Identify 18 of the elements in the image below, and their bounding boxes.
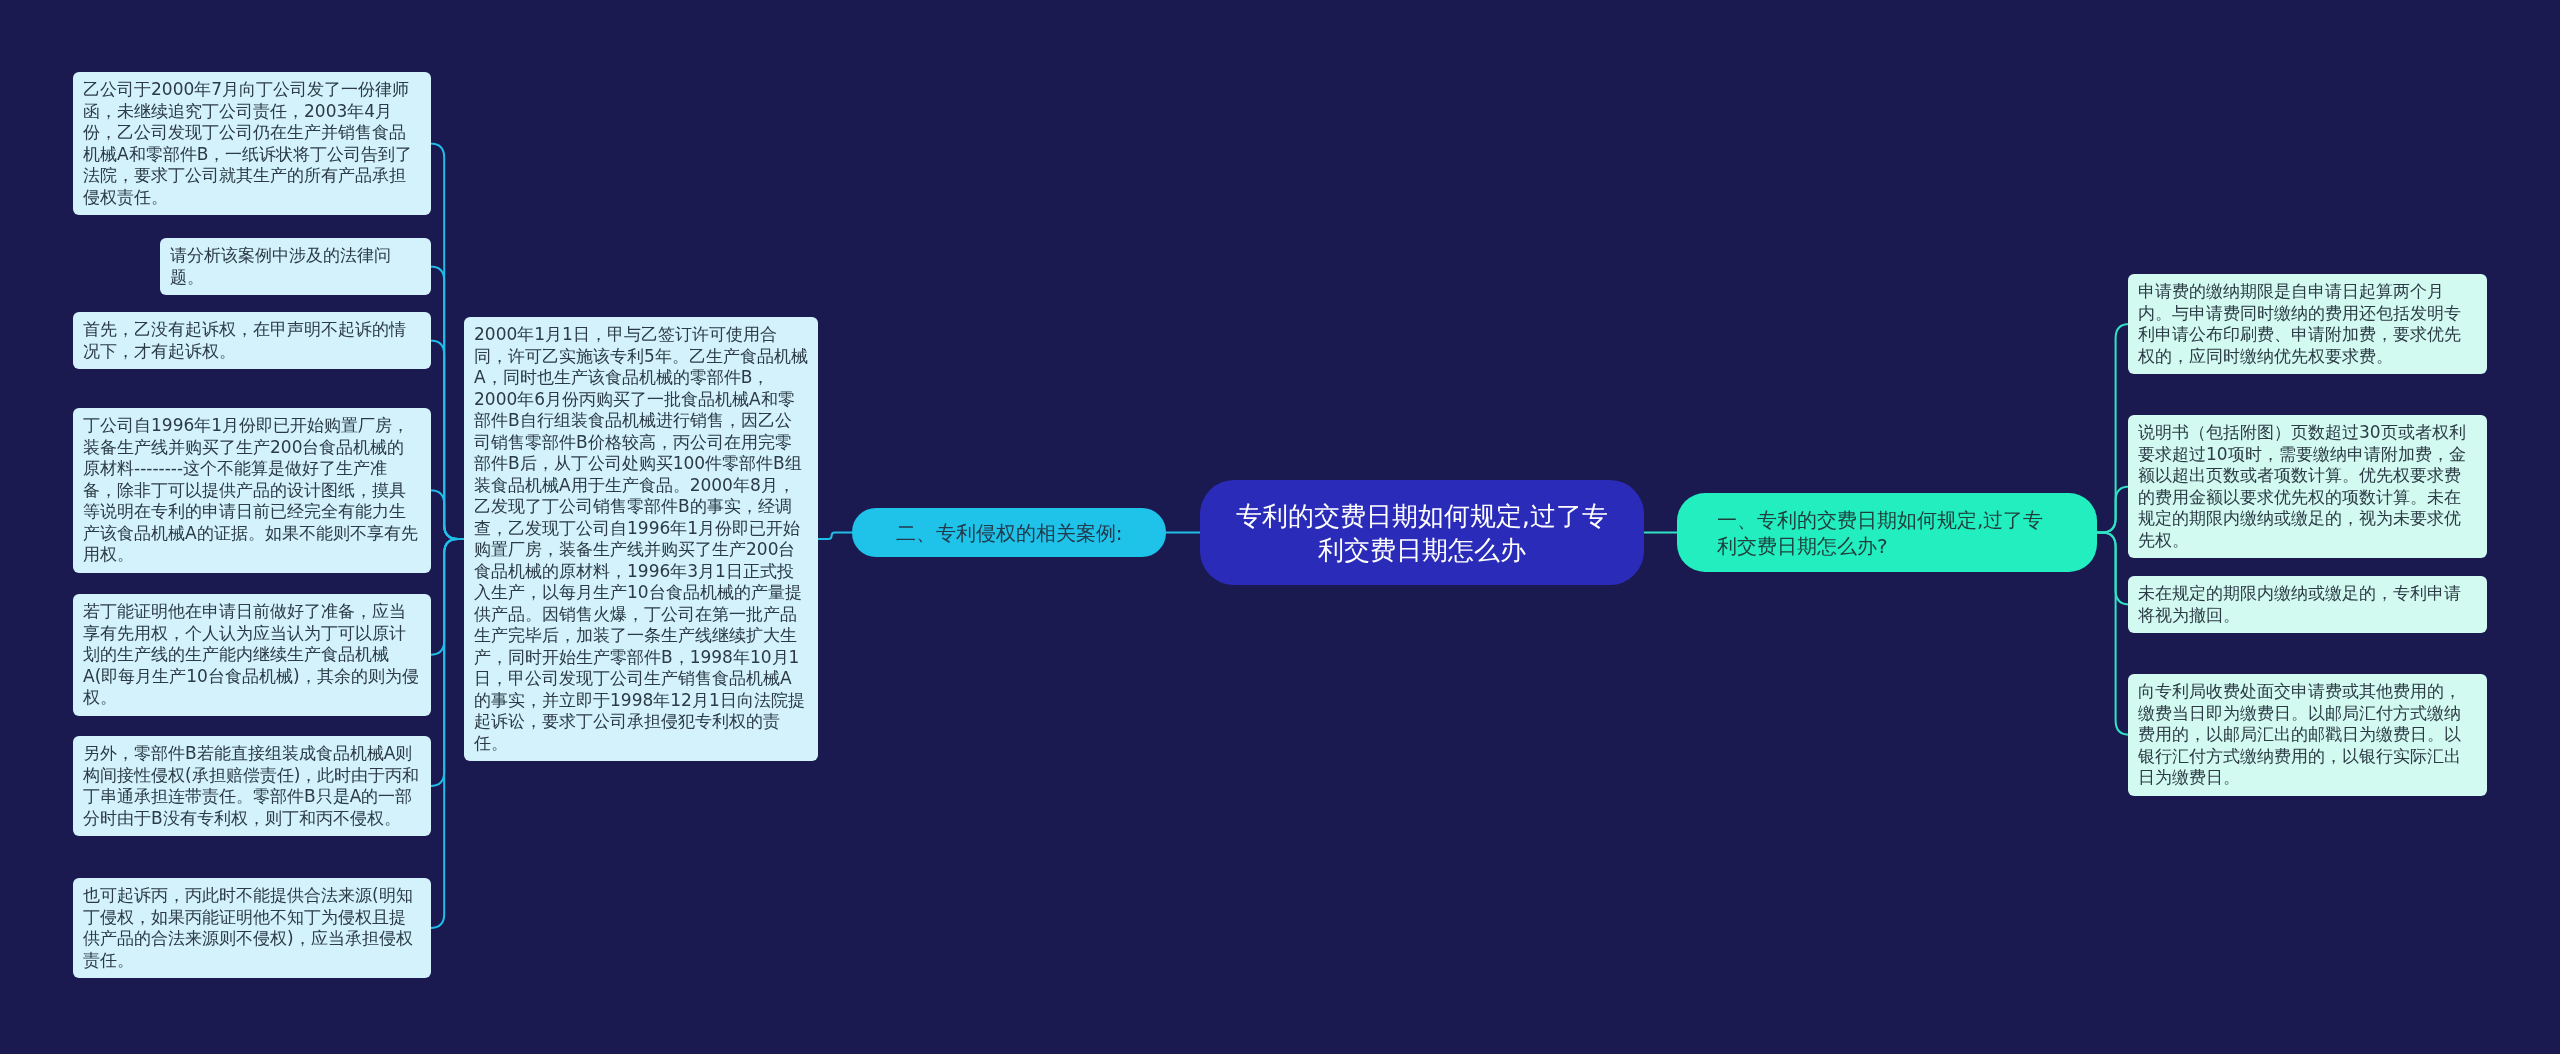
case-text-card: 2000年1月1日，甲与乙签订许可使用合同，许可乙实施该专利5年。乙生产食品机械A，同时也生产该食品机械的零部件B，2000年6月份丙购买了一批食品机械A和零部件B自行组装食品机械进行销售，因乙公司销售零部件B价格较高，丙公司在用完零部件B后，从丁公司处购买100件零部件B组装食品机械A用于生产食品。2000年8月，乙发现了丁公司销售零部件B的事实，经调查，乙发现丁公司自1996年1月份即已开始购置厂房，装备生产线并购买了生产200台食品机械的原材料，1996年3月1日正式投入生产，以每月生产10台食品机械的产量提供产品。因销售火爆，丁公司在第一批产品生产完毕后，加装了一条生产线继续扩大生产，同时开始生产零部件B，1998年10月1日，甲公司发现丁公司生产销售食品机械A的事实，并立即于1998年12月1日向法院提起诉讼，要求丁公司承担侵犯专利权的责任。: [464, 317, 818, 761]
text-card: 请分析该案例中涉及的法律问题。: [160, 238, 431, 295]
text-card: 说明书（包括附图）页数超过30页或者权利要求超过10项时，需要缴纳申请附加费，金额以超出页数或者项数计算。优先权要求费的费用金额以要求优先权的项数计算。未在规定的期限内缴纳或缴足的，视为未要求优先权。: [2128, 415, 2487, 558]
branch-topic: 二、专利侵权的相关案例:: [852, 508, 1166, 557]
text-card: 未在规定的期限内缴纳或缴足的，专利申请将视为撤回。: [2128, 576, 2487, 633]
central-topic: 专利的交费日期如何规定,过了专利交费日期怎么办: [1200, 480, 1644, 585]
text-card: 若丁能证明他在申请日前做好了准备，应当享有先用权，个人认为应当认为丁可以原计划的生产线的生产能内继续生产食品机械A(即每月生产10台食品机械)，其余的则为侵权。: [73, 594, 431, 716]
text-card: 也可起诉丙，丙此时不能提供合法来源(明知丁侵权，如果丙能证明他不知丁为侵权且提供产品的合法来源则不侵权)，应当承担侵权责任。: [73, 878, 431, 978]
text-card: 另外，零部件B若能直接组装成食品机械A则构间接性侵权(承担赔偿责任)，此时由于丙和丁串通承担连带责任。零部件B只是A的一部分时由于B没有专利权，则丁和丙不侵权。: [73, 736, 431, 836]
branch-topic: 一、专利的交费日期如何规定,过了专利交费日期怎么办?: [1677, 493, 2097, 572]
connector-line: [817, 531, 853, 540]
text-card: 申请费的缴纳期限是自申请日起算两个月内。与申请费同时缴纳的费用还包括发明专利申请公布印刷费、申请附加费，要求优先权的，应同时缴纳优先权要求费。: [2128, 274, 2487, 374]
connector-line: [1643, 531, 1678, 534]
text-card: 乙公司于2000年7月向丁公司发了一份律师函，未继续追究丁公司责任，2003年4月份，乙公司发现丁公司仍在生产并销售食品机械A和零部件B，一纸诉状将丁公司告到了法院，要求丁公司就其生产的所有产品承担侵权责任。: [73, 72, 431, 215]
connector-line: [1165, 531, 1201, 534]
text-card: 首先，乙没有起诉权，在甲声明不起诉的情况下，才有起诉权。: [73, 312, 431, 369]
text-card: 向专利局收费处面交申请费或其他费用的，缴费当日即为缴费日。以邮局汇付方式缴纳费用的，以邮局汇出的邮戳日为缴费日。以银行汇付方式缴纳费用的，以银行实际汇出日为缴费日。: [2128, 674, 2487, 796]
text-card: 丁公司自1996年1月份即已开始购置厂房，装备生产线并购买了生产200台食品机械的原材料--------这个不能算是做好了生产准备，除非丁可以提供产品的设计图纸，摸具等说明在专利的申请日前已经完全有能力生产该食品机械A的证据。如果不能则不享有先用权。: [73, 408, 431, 573]
